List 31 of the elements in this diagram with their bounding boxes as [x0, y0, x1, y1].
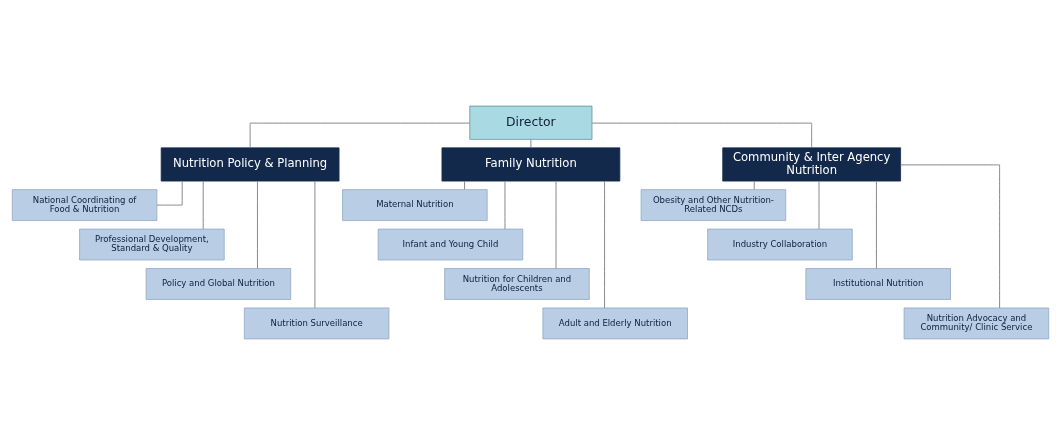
node-box: Professional Development, Standard & Quality — [79, 228, 225, 260]
connector — [530, 138, 532, 148]
node-box: Obesity and Other Nutrition-Related NCDs — [640, 188, 787, 221]
node-box: Industry Collaboration — [707, 228, 853, 260]
node-box: Nutrition Policy & Planning — [160, 146, 340, 181]
node-box: National Coordinating of Food & Nutrition — [11, 188, 158, 221]
connector — [257, 180, 258, 269]
node-box: Institutional Nutrition — [805, 267, 951, 300]
node-box: Policy and Global Nutrition — [145, 267, 292, 300]
node-box: Director — [469, 105, 593, 140]
connector — [156, 180, 183, 206]
connector — [464, 180, 466, 190]
connector — [591, 122, 813, 148]
node-box: Nutrition Surveillance — [243, 307, 390, 339]
connector — [900, 163, 1001, 308]
node-box: Family Nutrition — [441, 146, 621, 181]
node-box: Nutrition for Children and Adolescents — [444, 267, 590, 300]
connector — [249, 122, 471, 148]
node-box: Maternal Nutrition — [342, 188, 488, 221]
node-box: Nutrition Advocacy and Community/ Clinic Service — [903, 307, 1050, 339]
connector — [202, 180, 204, 229]
node-box: Infant and Young Child — [377, 228, 524, 260]
connector — [875, 180, 877, 269]
node-box: Community & Inter Agency Nutrition — [722, 146, 901, 181]
node-box: Adult and Elderly Nutrition — [542, 307, 688, 339]
connector — [753, 180, 755, 190]
connector — [314, 180, 316, 308]
connector — [818, 180, 820, 229]
connector — [555, 180, 557, 269]
connector — [504, 180, 506, 229]
connector — [604, 180, 606, 308]
